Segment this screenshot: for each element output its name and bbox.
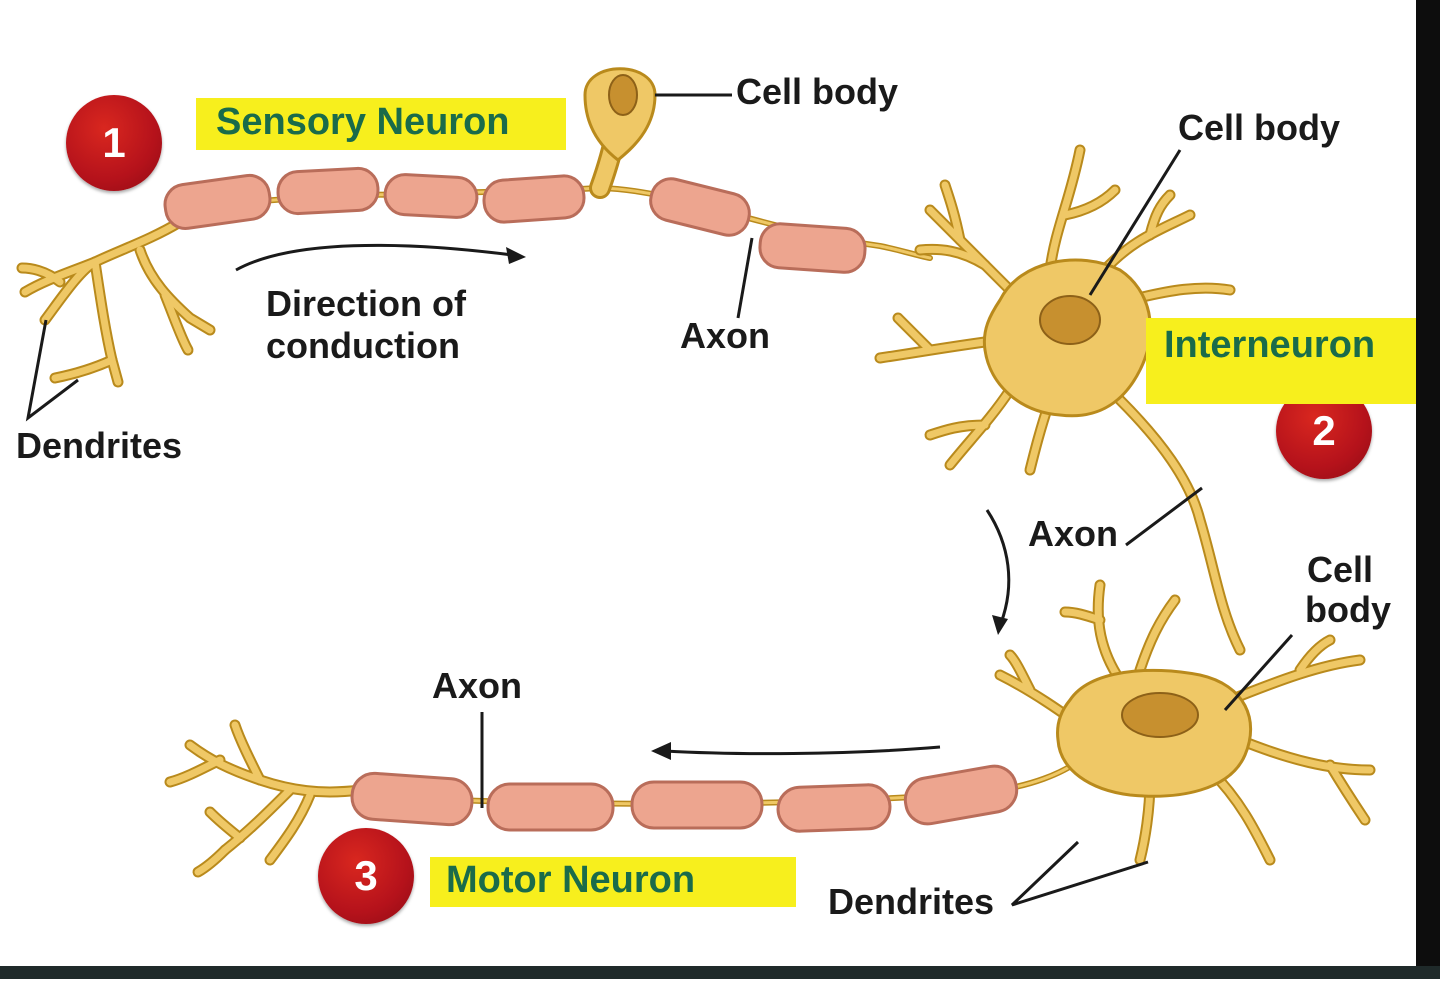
label-sensory-dendrites: Dendrites (16, 425, 183, 466)
leader-lines (25, 93, 1294, 907)
arrow-icon (985, 509, 1011, 635)
badge-sensory: 1 (66, 95, 162, 191)
label-motor-axon: Axon (432, 665, 522, 706)
title-sensory-text: Sensory Neuron (216, 101, 510, 143)
label-sensory-axon: Axon (680, 315, 770, 356)
label-motor-cell-line2: body (1305, 589, 1391, 630)
label-direction-line2: conduction (266, 325, 460, 366)
title-sensory: Sensory Neuron (196, 98, 566, 150)
label-interneuron-cell-body: Cell body (1178, 107, 1341, 148)
sensory-cell-body (583, 67, 657, 162)
sensory-dendrites (16, 216, 216, 388)
badge-motor: 3 (318, 828, 414, 924)
arrow-icon (235, 243, 526, 272)
label-motor-dendrites: Dendrites (828, 881, 995, 922)
title-motor-text: Motor Neuron (446, 859, 696, 901)
title-interneuron-text: Interneuron (1164, 324, 1376, 366)
motor-myelin (350, 764, 1019, 833)
title-motor: Motor Neuron (430, 857, 796, 907)
frame-edge-right (1416, 0, 1440, 979)
arrow-icon (651, 742, 941, 760)
label-direction-line1: Direction of (266, 283, 467, 324)
title-interneuron: Interneuron (1146, 318, 1416, 404)
label-interneuron-axon: Axon (1028, 513, 1118, 554)
frame-edge-bottom (0, 966, 1440, 979)
sensory-myelin (163, 166, 867, 274)
label-sensory-cell-body: Cell body (736, 71, 899, 112)
label-motor-cell-line1: Cell (1306, 549, 1374, 590)
motor-neuron (164, 579, 1376, 878)
